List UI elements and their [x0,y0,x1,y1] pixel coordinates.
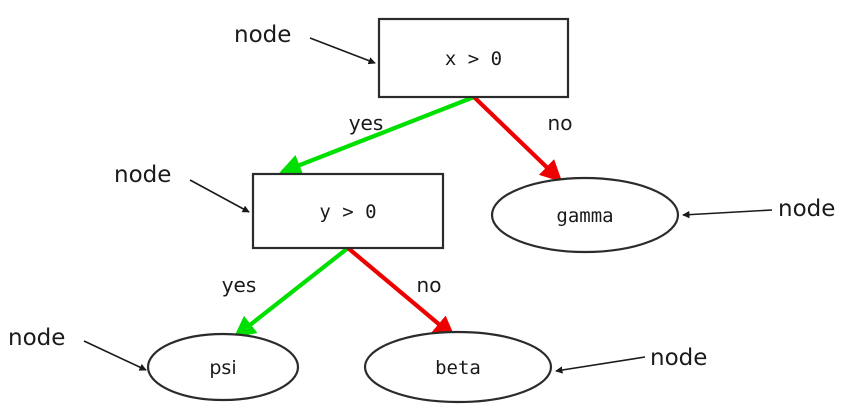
edge-inner-yes [233,246,350,338]
edge-label-root-no: no [548,111,573,135]
annotations-layer: node node node node node [8,22,835,374]
edge-label-root-yes: yes [349,111,384,135]
node-root-box[interactable] [377,17,570,99]
node-gamma[interactable]: gamma [490,176,680,254]
nodes-layer: x > 0 y > 0 gamma psi beta [146,17,680,404]
annotation-beta-label: node [650,345,707,371]
annotation-psi-label: node [8,325,65,351]
annotation-root-label: node [234,22,291,48]
annotation-root-leader [309,37,376,65]
node-root-label: x > 0 [445,48,502,70]
node-psi[interactable]: psi [146,332,300,402]
annotation-beta: node [555,345,707,374]
node-inner[interactable]: y > 0 [251,172,445,250]
annotation-psi: node [8,325,147,371]
annotation-gamma: node [682,196,835,222]
node-beta[interactable]: beta [363,330,553,404]
node-beta-label: beta [435,357,481,379]
node-psi-ellipse[interactable] [146,332,300,402]
annotation-inner-leader [189,179,250,213]
edge-root-yes [279,95,475,176]
edge-inner-no [346,246,456,338]
annotation-inner-label: node [114,162,171,188]
node-beta-ellipse[interactable] [363,330,553,404]
edge-label-inner-no: no [417,273,442,297]
annotation-gamma-label: node [778,196,835,222]
edges-layer [233,95,563,338]
annotation-psi-leader [83,340,147,371]
node-gamma-label: gamma [556,205,613,227]
node-gamma-ellipse[interactable] [490,176,680,254]
node-root[interactable]: x > 0 [377,17,570,99]
node-psi-label: psi [209,357,236,379]
edge-labels-layer: yes no yes no [222,111,573,297]
node-inner-label: y > 0 [319,201,376,223]
annotation-root: node [234,22,376,65]
edge-label-inner-yes: yes [222,273,257,297]
annotation-inner: node [114,162,250,213]
node-inner-box[interactable] [251,172,445,250]
annotation-beta-leader [555,356,646,374]
edge-root-no [472,95,563,183]
annotation-gamma-leader [682,209,773,219]
